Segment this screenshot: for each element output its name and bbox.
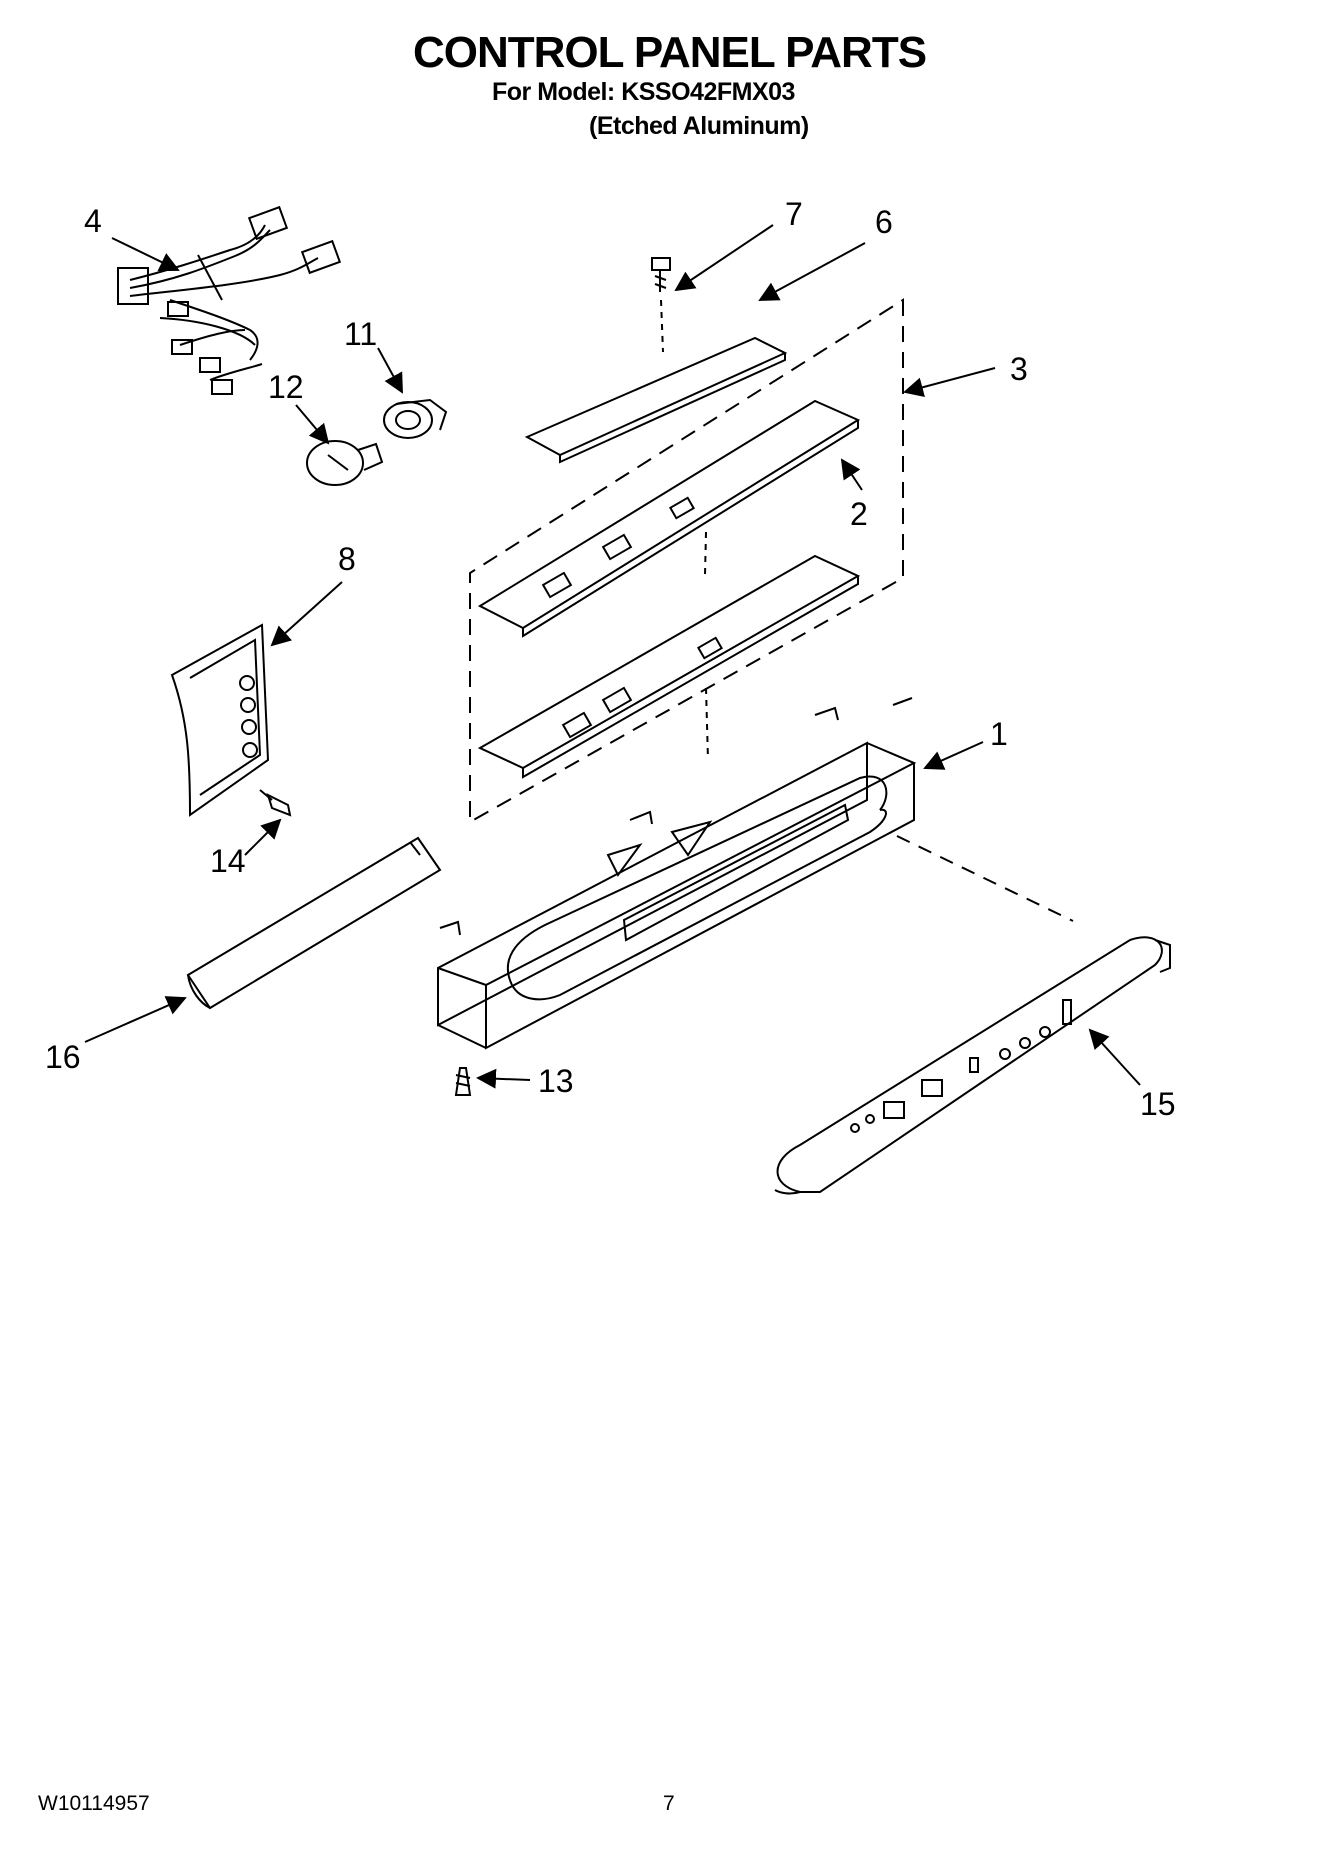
callout-1: 1 — [990, 716, 1008, 752]
model-line: For Model: KSSO42FMX03 — [492, 78, 795, 106]
callout-14: 14 — [210, 843, 246, 879]
callout-2: 2 — [850, 496, 868, 532]
wire-harness-part — [117, 205, 342, 395]
bezel-part — [170, 623, 270, 817]
callout-7: 7 — [785, 196, 803, 232]
callout-16: 16 — [45, 1039, 81, 1075]
callout-4: 4 — [84, 203, 102, 239]
assembly-outline — [469, 298, 904, 824]
finish-line: (Etched Aluminum) — [589, 112, 809, 140]
callout-3: 3 — [1010, 351, 1028, 387]
trim-part — [186, 836, 442, 1010]
callout-12: 12 — [268, 369, 304, 405]
cover-plate-part — [524, 336, 788, 464]
lamp-socket-part — [383, 398, 448, 439]
document-number: W10114957 — [38, 1792, 150, 1815]
leader-lines — [84, 224, 1141, 1089]
callout-8: 8 — [338, 541, 356, 577]
lower-control-board — [477, 554, 861, 779]
front-panel-part — [774, 835, 1171, 1195]
callout-6: 6 — [875, 204, 893, 240]
screw-part-13 — [454, 1067, 472, 1096]
screw-part-7 — [651, 257, 671, 353]
page-number: 7 — [663, 1792, 675, 1815]
callout-13: 13 — [538, 1063, 574, 1099]
light-bulb-part — [306, 440, 384, 486]
page-title: CONTROL PANEL PARTS — [412, 28, 927, 77]
callout-15: 15 — [1140, 1086, 1176, 1122]
callout-11: 11 — [344, 316, 377, 352]
upper-control-board — [477, 399, 861, 638]
screw-part-14 — [259, 789, 292, 817]
housing-part — [437, 697, 917, 1050]
